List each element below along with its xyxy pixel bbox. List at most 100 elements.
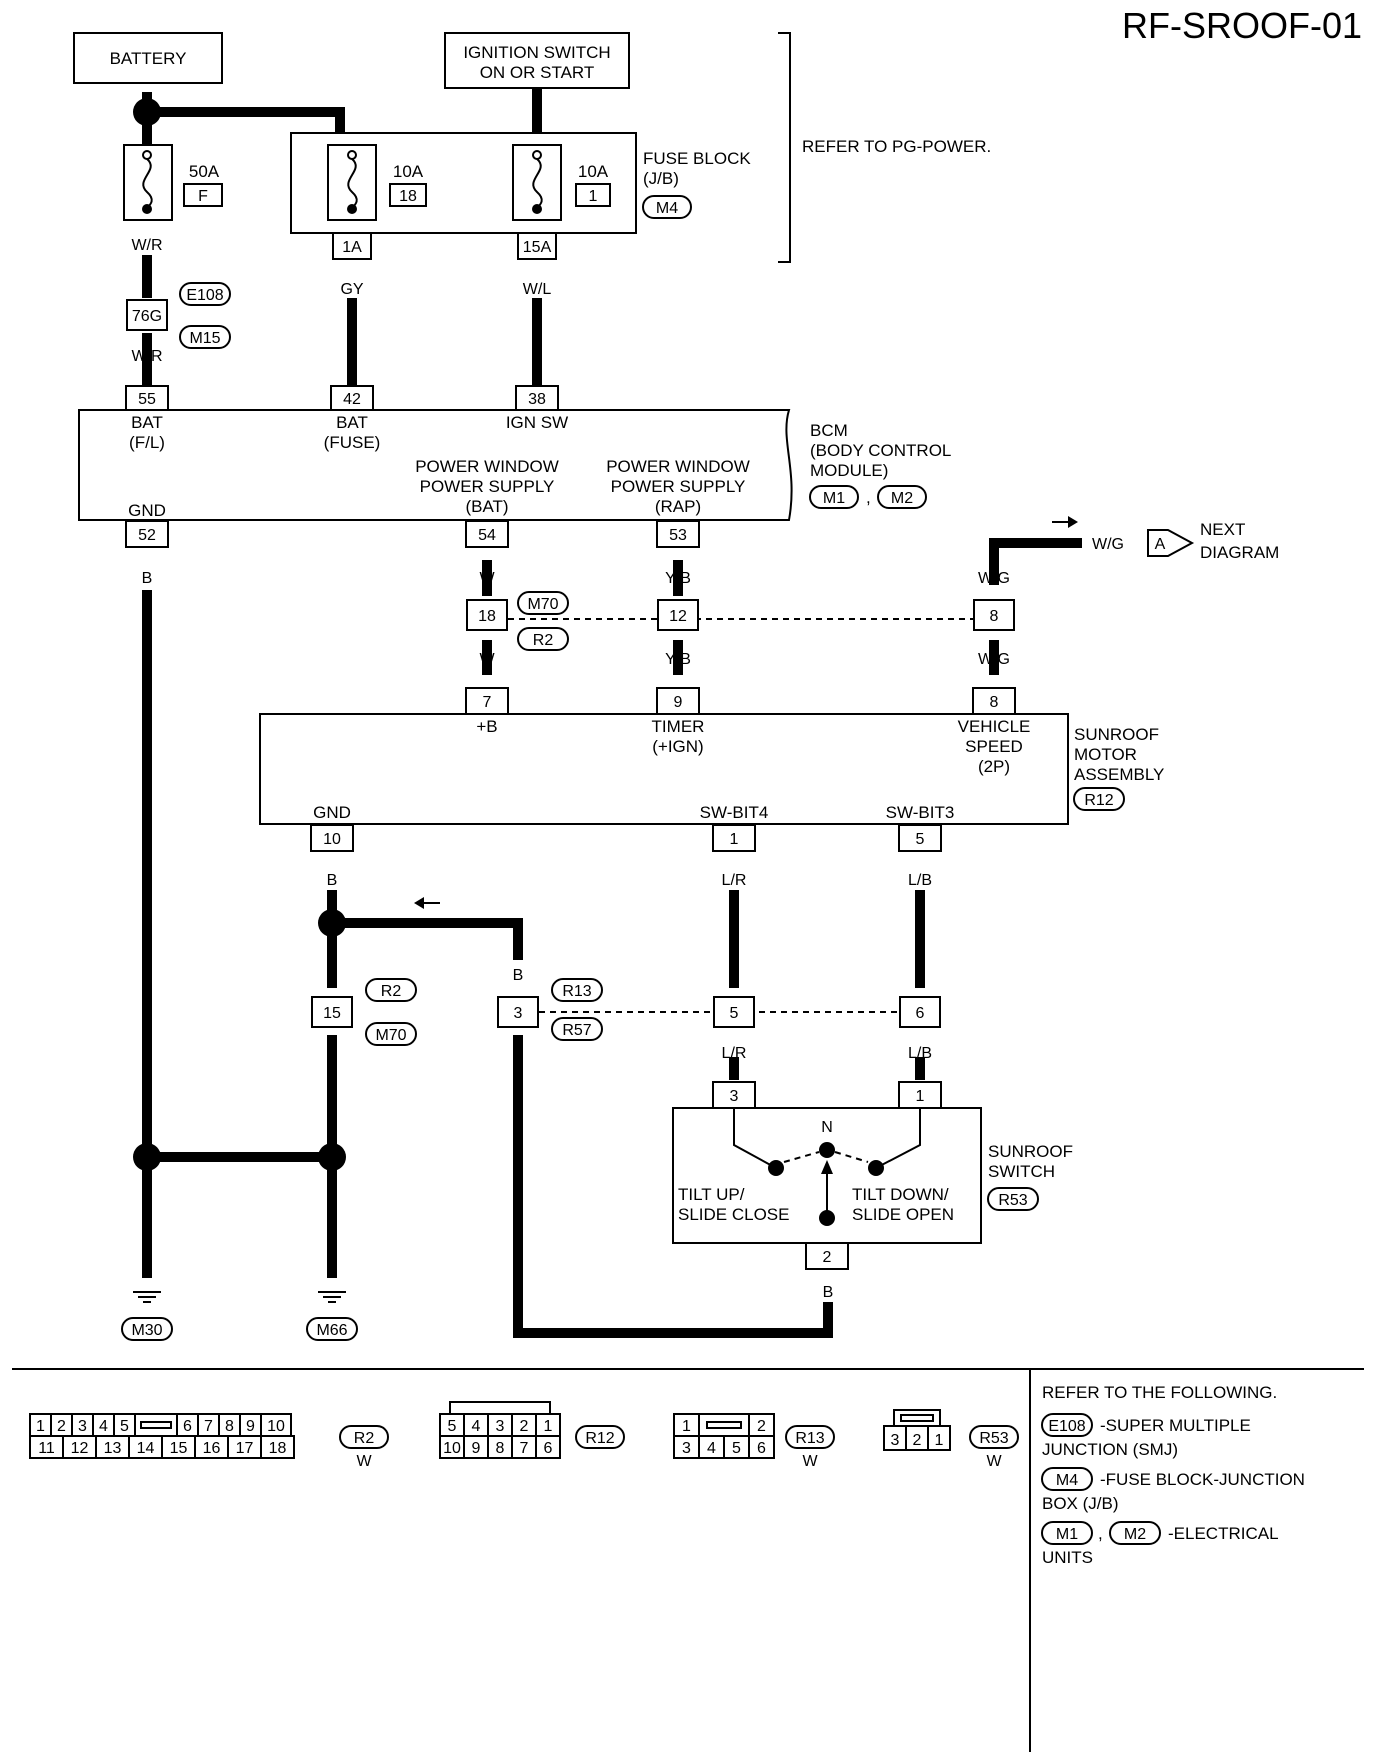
next-marker: A — [1155, 536, 1166, 553]
next-diagram-label-2: DIAGRAM — [1200, 543, 1279, 562]
motor-pin-9: 9 — [674, 694, 683, 711]
switch-neutral-label: N — [821, 1119, 833, 1136]
refer-m4: M4 — [1056, 1472, 1078, 1489]
switch-pin-1: 1 — [916, 1088, 925, 1105]
wire-label-wl: W/L — [523, 281, 552, 298]
wire-label-gy: GY — [340, 281, 363, 298]
fuse-10a-1-id: 1 — [589, 188, 598, 205]
wires — [142, 86, 1082, 1338]
pin-number: 8 — [496, 1440, 505, 1457]
refer-m2: M2 — [1124, 1526, 1146, 1543]
ground-m30: M30 — [131, 1322, 162, 1339]
wire-label-w-2: W — [479, 651, 495, 668]
motor-pin-8-label-2: SPEED — [965, 737, 1023, 756]
wire-label-b-3a: B — [513, 967, 524, 984]
pin-number: 4 — [707, 1440, 716, 1457]
fuse-50a-rating: 50A — [189, 162, 220, 181]
ignition-label-2: ON OR START — [480, 63, 595, 82]
connector-m70-b: M70 — [375, 1027, 406, 1044]
connector-76g: 76G — [132, 308, 162, 325]
legend-r53-color: W — [986, 1453, 1002, 1470]
fuse-block-connector: M4 — [656, 200, 678, 217]
connector-m70-a: M70 — [527, 596, 558, 613]
motor-label-1: SUNROOF — [1074, 725, 1159, 744]
ground-symbol — [133, 1291, 161, 1303]
fuse-block-label-2: (J/B) — [643, 169, 679, 188]
motor-pin-10: 10 — [323, 831, 341, 848]
motor-pin-5: 5 — [916, 831, 925, 848]
battery-label: BATTERY — [110, 49, 187, 68]
switch-right-label-1: TILT DOWN/ — [852, 1185, 949, 1204]
bcm-label-3: MODULE) — [810, 461, 888, 480]
wire-label-yb-2: Y/B — [665, 651, 691, 668]
bcm-label-2: (BODY CONTROL — [810, 441, 951, 460]
wire-label-wg-1: W/G — [978, 570, 1010, 587]
junction-dot — [133, 1143, 161, 1171]
motor-pin-8-label-3: (2P) — [978, 757, 1010, 776]
wire-label-yb-1: Y/B — [665, 570, 691, 587]
switch-left-label-1: TILT UP/ — [678, 1185, 745, 1204]
connector-r2-b: R2 — [381, 983, 402, 1000]
fuse-10a-18-rating: 10A — [393, 162, 424, 181]
fuse-block-label-1: FUSE BLOCK — [643, 149, 751, 168]
wire-label-b-3b: B — [513, 1045, 524, 1062]
refer-pg-power: REFER TO PG-POWER. — [802, 137, 991, 156]
pin-number: 2 — [520, 1418, 529, 1435]
connector-15a: 15A — [523, 239, 552, 256]
bcm-pin-38: 38 — [528, 391, 546, 408]
wire-label-b-m66: B — [327, 1262, 338, 1279]
pin-number: 18 — [269, 1440, 287, 1457]
pin-cell — [927, 1425, 951, 1451]
bcm-pin-54-label-3: (BAT) — [465, 497, 508, 516]
fuse-10a-1-rating: 10A — [578, 162, 609, 181]
motor-pin-7-label: +B — [476, 717, 497, 736]
connector-r2-a: R2 — [533, 632, 554, 649]
wire-label-b-10: B — [327, 872, 338, 889]
refer-m-text: -ELECTRICAL — [1168, 1524, 1279, 1543]
ground-m66: M66 — [316, 1322, 347, 1339]
pin-number: 2 — [913, 1432, 922, 1449]
bcm-pin-54-label-1: POWER WINDOW — [415, 457, 559, 476]
wire-label-lb-1: L/B — [908, 872, 932, 889]
ground-symbol — [318, 1291, 346, 1303]
next-wire-label: W/G — [1092, 536, 1124, 553]
switch-right-label-2: SLIDE OPEN — [852, 1205, 954, 1224]
wire-label-lr-2: L/R — [722, 1045, 747, 1062]
pin-number: 10 — [443, 1440, 461, 1457]
bcm-pin-55: 55 — [138, 391, 156, 408]
pin-number: 8 — [225, 1418, 234, 1435]
pin-number: 1 — [682, 1418, 691, 1435]
pin-number: 12 — [71, 1440, 89, 1457]
pin-number: 1 — [544, 1418, 553, 1435]
switch-pin-3: 3 — [730, 1088, 739, 1105]
connector-r13-a: R13 — [562, 983, 591, 1000]
wire-label-w-1: W — [479, 570, 495, 587]
junction-dot — [133, 98, 161, 126]
bcm-pin-53-label-3: (RAP) — [655, 497, 701, 516]
connector-r57: R57 — [562, 1022, 591, 1039]
legend-r2-name: R2 — [354, 1430, 375, 1447]
fuse-50a-id: F — [198, 188, 208, 205]
wire-label-b-gnd: B — [142, 570, 153, 587]
bcm-pin-52: 52 — [138, 527, 156, 544]
refer-panel: REFER TO THE FOLLOWING. E108 -SUPER MULT… — [1041, 1383, 1305, 1567]
bcm-pin-53-label-2: POWER SUPPLY — [611, 477, 746, 496]
pin-number: 3 — [891, 1432, 900, 1449]
bcm-pin-54: 54 — [478, 527, 496, 544]
pin-number: 1 — [36, 1418, 45, 1435]
pin-number: 2 — [757, 1418, 766, 1435]
pin-number: 6 — [544, 1440, 553, 1457]
pin-number: 3 — [496, 1418, 505, 1435]
pin-number: 17 — [236, 1440, 254, 1457]
refer-m4-text-2: BOX (J/B) — [1042, 1494, 1119, 1513]
pin-number: 9 — [472, 1440, 481, 1457]
pin-number: 5 — [120, 1418, 129, 1435]
bcm-label-1: BCM — [810, 421, 848, 440]
diagram-title: RF-SROOF-01 — [1122, 5, 1362, 46]
switch-label-1: SUNROOF — [988, 1142, 1073, 1161]
pin-number: 15 — [170, 1440, 188, 1457]
bcm-connector-sep: , — [866, 488, 871, 507]
bcm-pin-42-label-2: (FUSE) — [324, 433, 381, 452]
pin-number: 13 — [104, 1440, 122, 1457]
